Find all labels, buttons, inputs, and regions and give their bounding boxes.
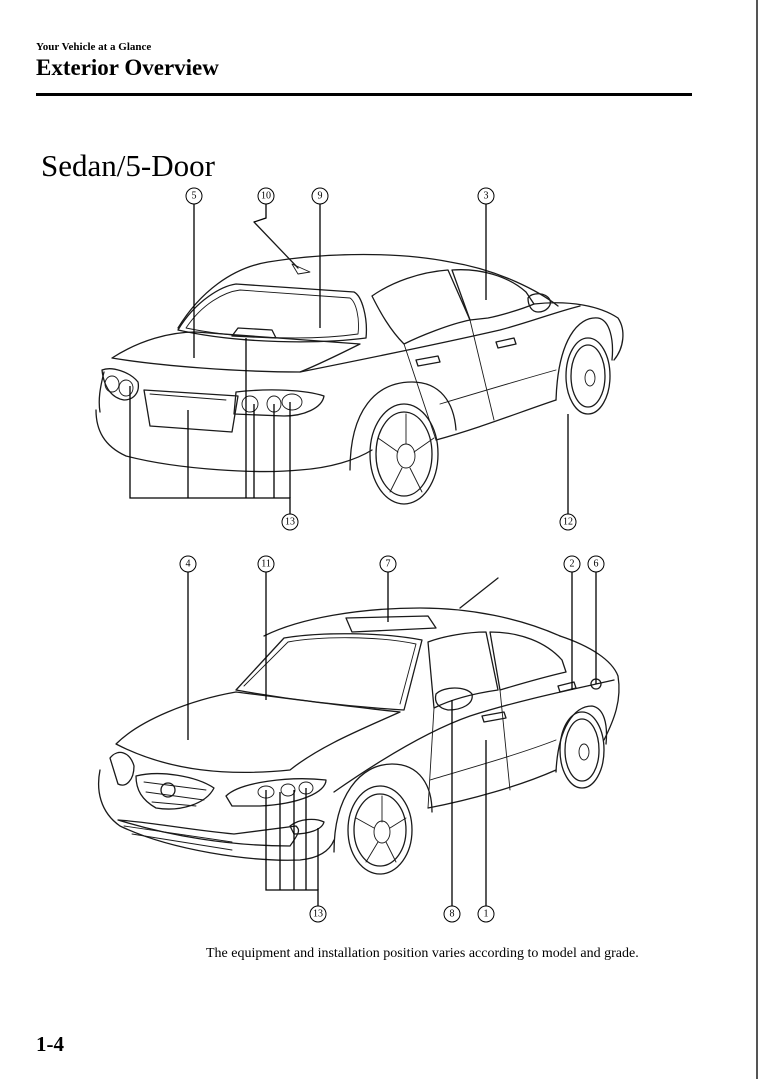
rear-view-car-illustration <box>95 221 624 505</box>
svg-text:4: 4 <box>186 559 191 570</box>
callout-12: 12 <box>559 513 577 531</box>
callout-9: 9 <box>311 187 329 205</box>
page-number: 1-4 <box>36 1032 64 1056</box>
svg-text:12: 12 <box>563 517 573 528</box>
callout-13-front: 13 <box>309 905 327 923</box>
front-view-car-illustration <box>97 577 620 875</box>
leader-lines <box>129 204 597 906</box>
callout-11: 11 <box>257 555 275 573</box>
callout-5: 5 <box>185 187 203 205</box>
callout-13-rear: 13 <box>281 513 299 531</box>
page-edge <box>756 0 758 1079</box>
title-rule <box>36 93 692 96</box>
svg-text:3: 3 <box>484 191 489 202</box>
diagram-heading: Sedan/5-Door <box>41 148 215 183</box>
svg-text:5: 5 <box>192 191 197 202</box>
svg-text:10: 10 <box>261 191 271 202</box>
page-title: Exterior Overview <box>36 55 219 80</box>
callout-4: 4 <box>179 555 197 573</box>
callout-3: 3 <box>477 187 495 205</box>
callout-1: 1 <box>477 905 495 923</box>
callout-6: 6 <box>587 555 605 573</box>
svg-text:1: 1 <box>484 909 489 920</box>
callout-7: 7 <box>379 555 397 573</box>
svg-text:2: 2 <box>570 559 575 570</box>
svg-text:13: 13 <box>285 517 295 528</box>
svg-text:11: 11 <box>261 559 271 570</box>
svg-text:6: 6 <box>594 559 599 570</box>
svg-text:8: 8 <box>450 909 455 920</box>
svg-text:13: 13 <box>313 909 323 920</box>
callout-2: 2 <box>563 555 581 573</box>
svg-text:7: 7 <box>386 559 391 570</box>
section-label: Your Vehicle at a Glance <box>36 41 152 53</box>
equipment-footnote: The equipment and installation position … <box>206 946 639 961</box>
callout-8: 8 <box>443 905 461 923</box>
callout-10: 10 <box>257 187 275 205</box>
svg-text:9: 9 <box>318 191 323 202</box>
